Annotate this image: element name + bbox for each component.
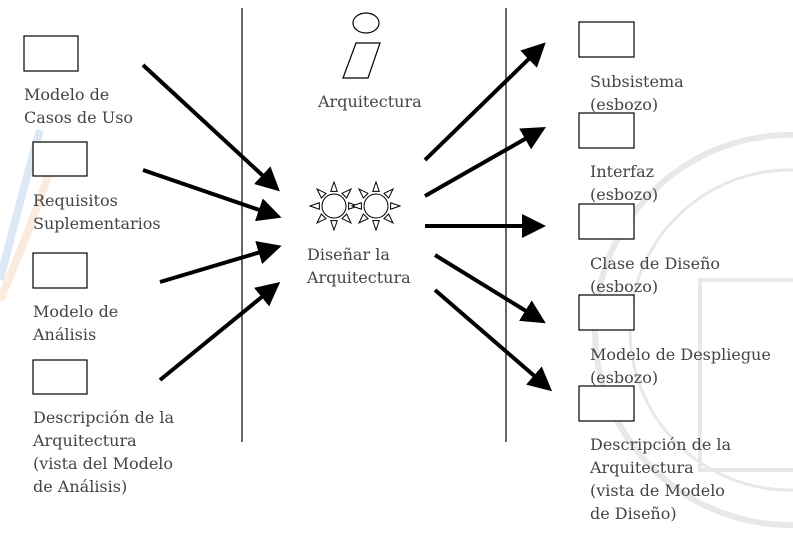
arrow xyxy=(433,288,553,392)
output-arrows xyxy=(423,42,553,392)
artifact-box xyxy=(578,203,635,240)
gear-ray xyxy=(372,180,380,192)
worker-label: Arquitectura xyxy=(318,92,422,111)
gear-body xyxy=(363,193,389,219)
gear-ray xyxy=(372,220,380,232)
artifact-box xyxy=(578,385,635,422)
gear-ray xyxy=(341,213,353,225)
gear-ray xyxy=(357,213,369,225)
gear-ray xyxy=(350,202,362,210)
gear-ray xyxy=(315,187,327,199)
output-label-despliegue: Modelo de Despliegue(esbozo) xyxy=(590,345,771,387)
input-arrows xyxy=(141,63,282,382)
gear-ray xyxy=(341,187,353,199)
input-artifact-boxes xyxy=(23,35,88,395)
artifact-box xyxy=(578,112,635,149)
arrow xyxy=(159,241,282,284)
arrow xyxy=(142,168,282,222)
artifact-box xyxy=(32,141,88,177)
gear-ray xyxy=(383,187,395,199)
artifact-box xyxy=(578,294,635,331)
activity-gears-icon xyxy=(308,180,402,232)
artifact-box xyxy=(32,359,88,395)
artifact-box xyxy=(23,35,79,72)
artifact-box xyxy=(32,252,88,289)
gear-ray xyxy=(330,180,338,192)
output-label-subsistema: Subsistema(esbozo) xyxy=(590,72,684,114)
gear-ray xyxy=(357,187,369,199)
arrow xyxy=(424,127,546,198)
gear-ray xyxy=(383,213,395,225)
gear-body xyxy=(321,193,347,219)
gear-ray xyxy=(390,202,402,210)
output-label-clase: Clase de Diseño(esbozo) xyxy=(590,254,721,296)
arrow xyxy=(423,42,546,162)
artifact-box xyxy=(578,21,635,58)
gear-ray xyxy=(315,213,327,225)
arrow xyxy=(433,253,546,324)
arrow xyxy=(141,63,280,192)
output-artifact-boxes xyxy=(578,21,635,422)
worker-icon xyxy=(342,12,381,79)
arrow xyxy=(158,281,281,382)
gear-ray xyxy=(308,202,320,210)
gear-ray xyxy=(330,220,338,232)
output-label-interfaz: Interfaz(esbozo) xyxy=(590,162,659,204)
